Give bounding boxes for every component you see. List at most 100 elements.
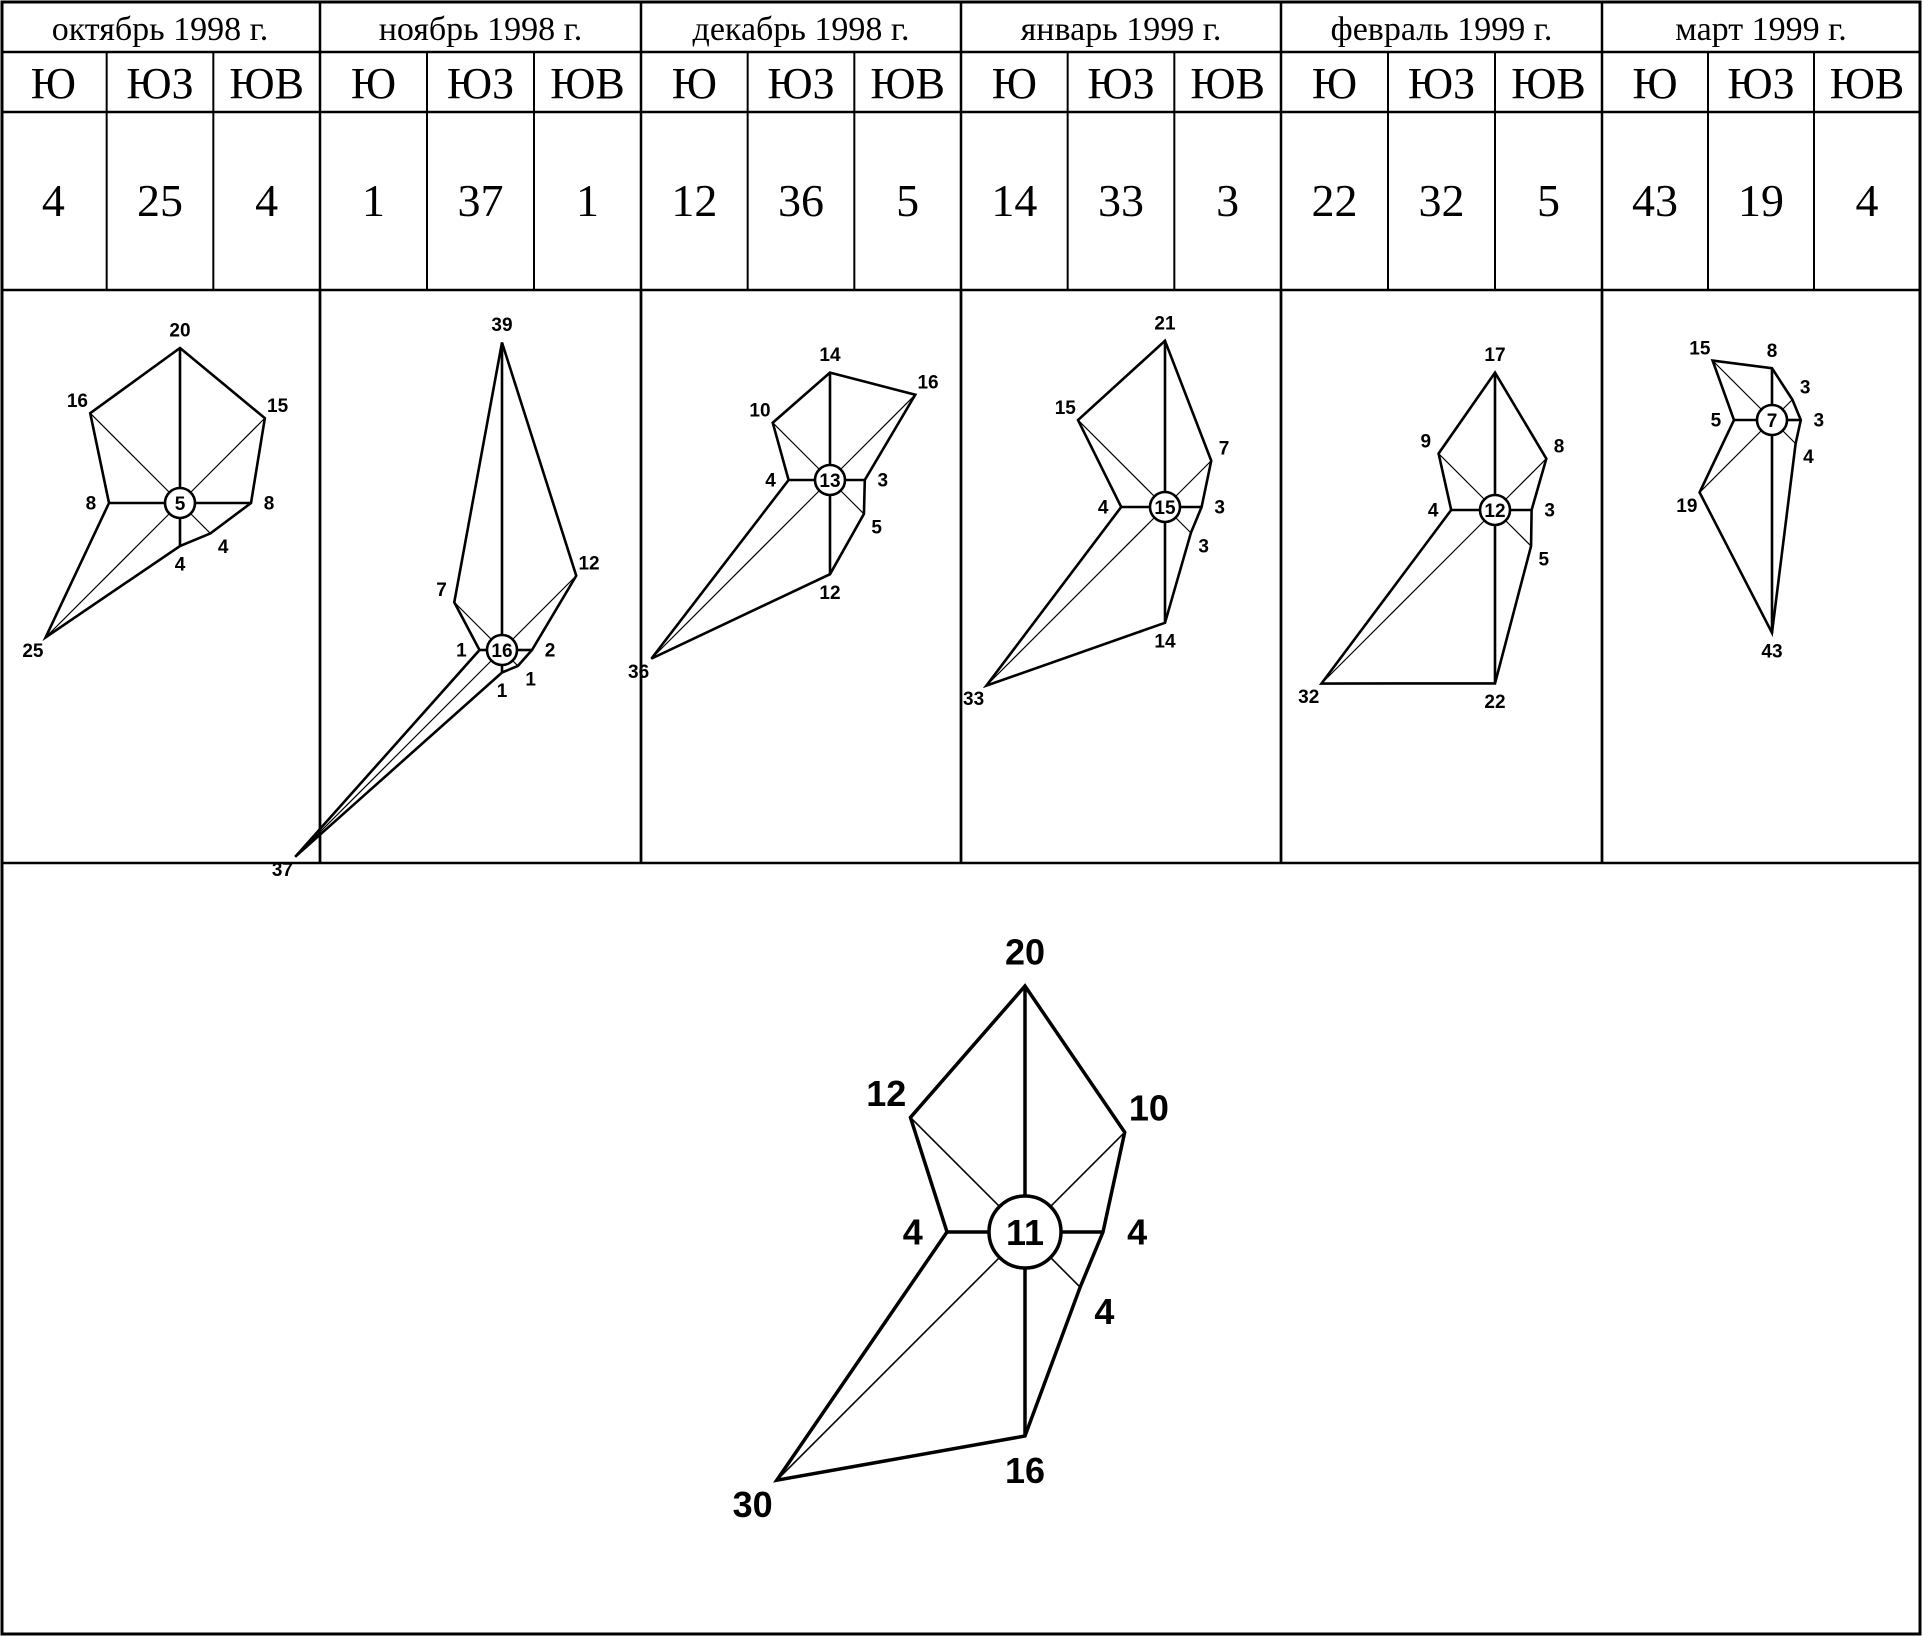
rose-value-label: 10: [749, 401, 770, 422]
rose-value-label: 3: [878, 471, 889, 492]
calm-value-label: 12: [1484, 501, 1505, 522]
frequency-value: 4: [1856, 175, 1879, 226]
rose-value-label: 8: [1554, 437, 1565, 458]
rose-value-label: 5: [1539, 549, 1550, 570]
rose-value-label: 4: [765, 471, 776, 492]
rose-value-label: 3: [1214, 498, 1225, 519]
rose-outline: [650, 371, 918, 660]
calm-value-label: 13: [819, 471, 840, 492]
direction-header: ЮЗ: [126, 59, 193, 108]
rose-value-label: 20: [169, 321, 190, 342]
rose-value-label: 3: [1814, 411, 1825, 432]
rose-value-label: 8: [1767, 341, 1778, 362]
rose-value-label: 14: [1154, 632, 1176, 653]
frequency-value: 14: [991, 175, 1037, 226]
rose-value-label: 33: [963, 689, 984, 710]
rose-spoke: [1175, 460, 1212, 497]
rose-value-label: 16: [67, 391, 88, 412]
rose-value-label: 10: [1129, 1088, 1169, 1129]
rose-value-label: 15: [267, 396, 289, 417]
frequency-value: 12: [671, 175, 717, 226]
calm-circle: [813, 463, 847, 497]
month-header: январь 1999 г.: [1021, 11, 1222, 48]
rose-value-label: 20: [1005, 931, 1045, 972]
rose-value-label: 7: [1219, 439, 1230, 460]
rose-value-label: 5: [1711, 411, 1722, 432]
rose-value-label: 4: [903, 1212, 923, 1253]
direction-header: ЮВ: [1511, 59, 1586, 108]
frequency-value: 36: [778, 175, 824, 226]
rose-spoke: [985, 517, 1155, 687]
frequency-value: 1: [576, 175, 599, 226]
rose-value-label: 43: [1761, 642, 1782, 663]
rose-spoke: [190, 417, 266, 493]
rose-value-label: 5: [871, 517, 882, 538]
direction-header: ЮВ: [550, 59, 625, 108]
rose-spoke: [840, 490, 865, 515]
calm-value-label: 5: [175, 494, 186, 515]
rose-spoke: [772, 422, 820, 470]
rose-value-label: 37: [272, 860, 293, 881]
frequency-value: 19: [1738, 175, 1784, 226]
calm-circle: [163, 486, 197, 520]
rose-spoke: [1321, 520, 1485, 684]
rose-value-label: 3: [1544, 501, 1555, 522]
rose-value-label: 25: [22, 641, 44, 662]
rose-value-label: 30: [733, 1484, 773, 1525]
month-header: октябрь 1998 г.: [52, 11, 269, 48]
rose-spoke: [1699, 430, 1762, 493]
direction-header: Ю: [1632, 59, 1677, 108]
rose-value-label: 16: [1005, 1450, 1045, 1491]
frequency-value: 32: [1419, 175, 1465, 226]
direction-header: ЮВ: [870, 59, 945, 108]
rose-outline: [1698, 359, 1803, 638]
calm-circle: [1148, 490, 1182, 524]
rose-value-label: 8: [86, 494, 97, 515]
rose-value-label: 21: [1154, 313, 1176, 334]
rose-spoke: [650, 490, 820, 660]
rose-spoke: [1505, 458, 1547, 500]
direction-header: ЮЗ: [767, 59, 834, 108]
rose-value-label: 7: [436, 580, 447, 601]
rose-value-label: 1: [497, 681, 508, 702]
rose-value-label: 4: [1098, 498, 1109, 519]
rose-spoke: [1505, 520, 1532, 547]
rose-spoke: [89, 412, 170, 493]
frequency-value: 4: [42, 175, 65, 226]
frequency-value: 5: [1537, 175, 1560, 226]
calm-value-label: 11: [1006, 1212, 1044, 1253]
rose-value-label: 4: [1127, 1212, 1147, 1253]
rose-value-label: 17: [1484, 345, 1505, 366]
month-header: ноябрь 1998 г.: [379, 11, 583, 48]
rose-value-label: 16: [917, 373, 938, 394]
rose-spoke: [1049, 1256, 1081, 1288]
rose-value-label: 2: [545, 641, 556, 662]
rose-value-label: 32: [1298, 687, 1319, 708]
frequency-value: 33: [1098, 175, 1144, 226]
calm-value-label: 15: [1154, 498, 1176, 519]
direction-header: ЮВ: [1190, 59, 1265, 108]
rose-value-label: 12: [866, 1073, 906, 1114]
rose-value-label: 12: [819, 583, 840, 604]
direction-header: Ю: [1312, 59, 1357, 108]
direction-header: ЮЗ: [1727, 59, 1794, 108]
rose-spoke: [294, 660, 492, 858]
direction-header: ЮЗ: [1087, 59, 1154, 108]
rose-value-label: 19: [1676, 496, 1697, 517]
direction-header: ЮЗ: [1408, 59, 1475, 108]
rose-spoke: [453, 601, 492, 640]
rose-value-label: 22: [1484, 692, 1505, 713]
month-header: март 1999 г.: [1675, 11, 1846, 48]
rose-value-label: 4: [175, 555, 186, 576]
rose-value-label: 3: [1800, 378, 1811, 399]
calm-value-label: 7: [1767, 411, 1778, 432]
rose-value-label: 4: [218, 537, 229, 558]
calm-circle: [485, 633, 519, 667]
